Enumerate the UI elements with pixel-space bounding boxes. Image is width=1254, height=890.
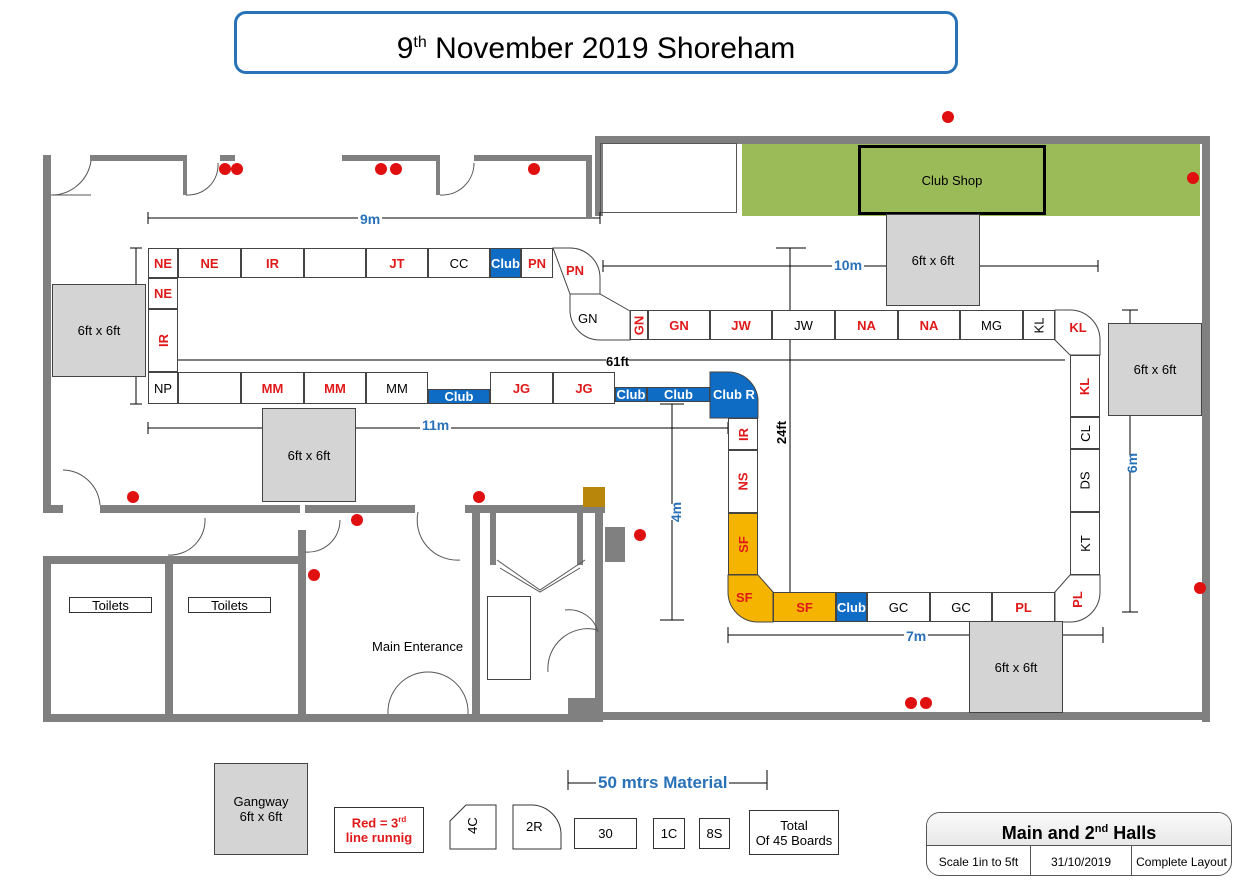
board: JT bbox=[366, 248, 428, 278]
legend-8s: 8S bbox=[699, 818, 730, 849]
board: GC bbox=[930, 592, 992, 622]
legend-2r: 2R bbox=[526, 819, 543, 834]
board: MM bbox=[304, 372, 366, 404]
legend-1c: 1C bbox=[653, 818, 685, 849]
board-club-r: Club R bbox=[713, 387, 755, 402]
measure-7m: 7m bbox=[904, 628, 929, 644]
board: KT bbox=[1070, 512, 1100, 575]
date-label: 31/10/2019 bbox=[1031, 846, 1132, 875]
board: GN bbox=[578, 311, 598, 326]
board-club: Club bbox=[490, 248, 521, 278]
board: GN bbox=[648, 310, 710, 340]
board: SF bbox=[773, 592, 836, 622]
legend-corner-shapes bbox=[449, 804, 562, 850]
board: CC bbox=[428, 248, 490, 278]
space-box: 6ft x 6ft bbox=[969, 621, 1063, 713]
board bbox=[178, 372, 241, 404]
board: PN bbox=[565, 263, 585, 278]
legend-gangway: Gangway 6ft x 6ft bbox=[214, 763, 308, 855]
board: MG bbox=[960, 310, 1023, 340]
measure-10m: 10m bbox=[832, 257, 865, 273]
board: CL bbox=[1070, 417, 1100, 449]
main-entrance-label: Main Enterance bbox=[372, 639, 464, 654]
board: NA bbox=[835, 310, 898, 340]
board: JW bbox=[772, 310, 835, 340]
board: SF bbox=[736, 590, 753, 605]
board: DS bbox=[1070, 449, 1100, 512]
space-box: 6ft x 6ft bbox=[52, 284, 146, 377]
desk bbox=[487, 596, 531, 680]
board: PN bbox=[521, 248, 553, 278]
title-block-heading: Main and 2nd Halls bbox=[927, 813, 1231, 846]
board-club: Club bbox=[836, 592, 867, 622]
board: PL bbox=[992, 592, 1055, 622]
board: JG bbox=[490, 372, 553, 404]
board: MM bbox=[366, 372, 428, 404]
space-box: 6ft x 6ft bbox=[886, 214, 980, 306]
board: GC bbox=[867, 592, 930, 622]
measure-4m: 4m bbox=[664, 502, 689, 522]
board: MM bbox=[241, 372, 304, 404]
board bbox=[304, 248, 366, 278]
board: KL bbox=[1023, 310, 1055, 340]
board: NE bbox=[178, 248, 241, 278]
board-club: Club bbox=[615, 387, 647, 402]
board: NE bbox=[148, 278, 178, 309]
layout-type: Complete Layout bbox=[1136, 854, 1227, 869]
board: NS bbox=[728, 450, 758, 513]
legend-red-note: Red = 3rd line runnig bbox=[334, 807, 424, 853]
toilets-label: Toilets bbox=[188, 597, 271, 613]
legend-30: 30 bbox=[574, 818, 637, 849]
board: KL bbox=[1069, 320, 1087, 335]
toilets-label: Toilets bbox=[69, 597, 152, 613]
board: NE bbox=[148, 248, 178, 278]
material-label: 50 mtrs Material bbox=[596, 773, 730, 793]
board: PL bbox=[1069, 591, 1085, 608]
measure-9m: 9m bbox=[358, 211, 383, 227]
measure-11m: 11m bbox=[420, 417, 452, 433]
space-box: 6ft x 6ft bbox=[1108, 323, 1202, 416]
measure-6m: 6m bbox=[1120, 453, 1145, 473]
measure-61ft: 61ft bbox=[606, 354, 630, 369]
club-shop: Club Shop bbox=[858, 145, 1046, 215]
legend-total: Total Of 45 Boards bbox=[749, 810, 839, 855]
legend-4c: 4C bbox=[464, 817, 480, 834]
board: JW bbox=[710, 310, 772, 340]
diagram-title: 9th November 2019 Shoreham bbox=[234, 11, 958, 74]
board: IR bbox=[728, 418, 758, 450]
board: IR bbox=[241, 248, 304, 278]
board: GN bbox=[630, 310, 648, 340]
measure-24ft: 24ft bbox=[774, 420, 790, 445]
board: IR bbox=[148, 309, 178, 372]
scale-label: Scale 1in to 5ft bbox=[927, 846, 1031, 875]
board-club: Club bbox=[428, 389, 490, 404]
board-club: Club bbox=[647, 387, 710, 402]
board: NA bbox=[898, 310, 960, 340]
board: JG bbox=[553, 372, 615, 404]
title-block: Main and 2nd Halls Scale 1in to 5ft 31/1… bbox=[926, 812, 1232, 876]
space-box: 6ft x 6ft bbox=[262, 408, 356, 502]
board: SF bbox=[728, 513, 758, 575]
board: NP bbox=[148, 372, 178, 404]
board: KL bbox=[1070, 355, 1100, 417]
